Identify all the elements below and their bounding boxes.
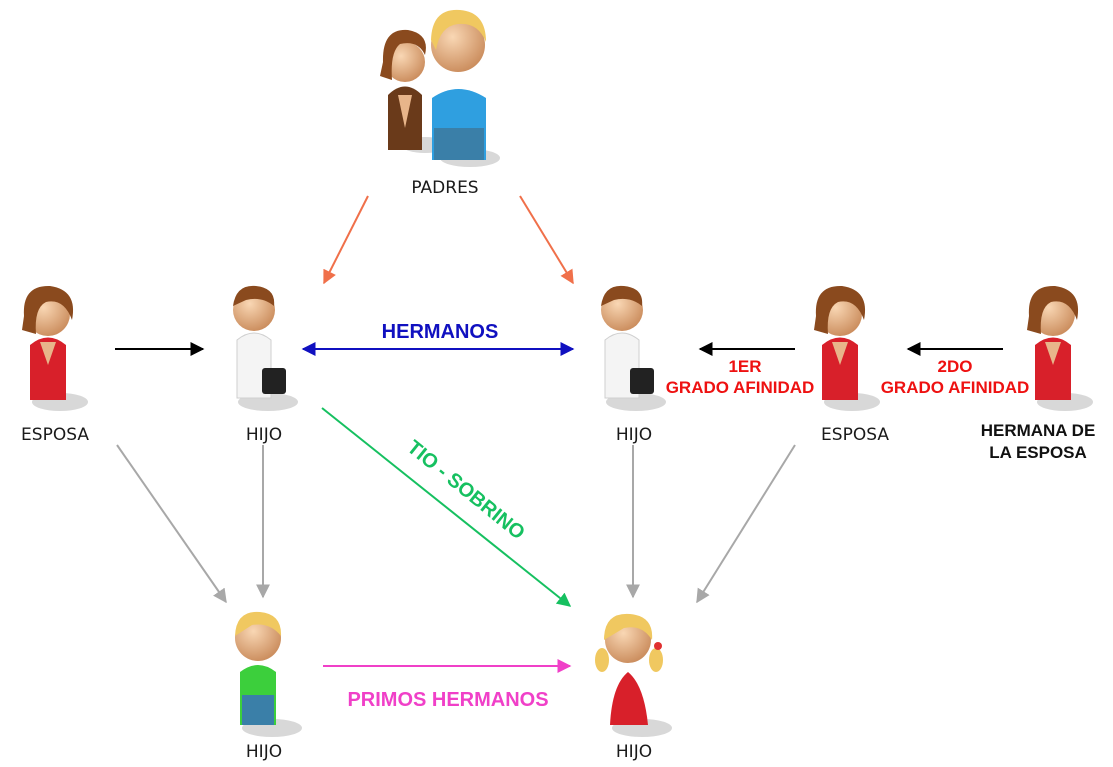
arrow-esposa-left-to-nieto [116,444,227,604]
label-esposa-left: ESPOSA [21,425,89,445]
esposa-left-figure [22,285,88,411]
label-hijo-right: HIJO [616,425,652,445]
label-hijo-left: HIJO [246,425,282,445]
padres-father-figure [431,9,500,167]
nieto-left-figure [235,611,302,737]
label-padres: PADRES [411,178,478,198]
label-afinidad1-line1: 1ER [728,357,761,376]
label-hermana-line2: LA ESPOSA [989,443,1087,462]
label-esposa-right: ESPOSA [821,425,889,445]
label-hermanos: HERMANOS [382,321,499,343]
label-afinidad2-line1: 2DO [938,357,973,376]
arrow-tio-sobrino [321,407,572,607]
arrow-padres-to-hijo-left [323,195,369,285]
label-tio-sobrino: TIO - SOBRINO [403,436,529,544]
esposa-right-figure [814,285,880,411]
hermana-esposa-figure [1027,285,1093,411]
arrows [115,195,1003,673]
hijo-right-figure [601,285,666,411]
hijo-left-figure [233,285,298,411]
label-nieto-right: HIJO [616,742,652,762]
label-afinidad2-line2: GRADO AFINIDAD [881,378,1030,397]
label-primos-hermanos: PRIMOS HERMANOS [347,689,548,711]
nieta-right-figure [595,613,672,737]
arrow-esposa-right-to-nieta [696,444,796,604]
arrow-padres-to-hijo-right [519,195,574,285]
label-hermana-line1: HERMANA DE [981,421,1096,440]
label-afinidad1-line2: GRADO AFINIDAD [666,378,815,397]
label-nieto-left: HIJO [246,742,282,762]
